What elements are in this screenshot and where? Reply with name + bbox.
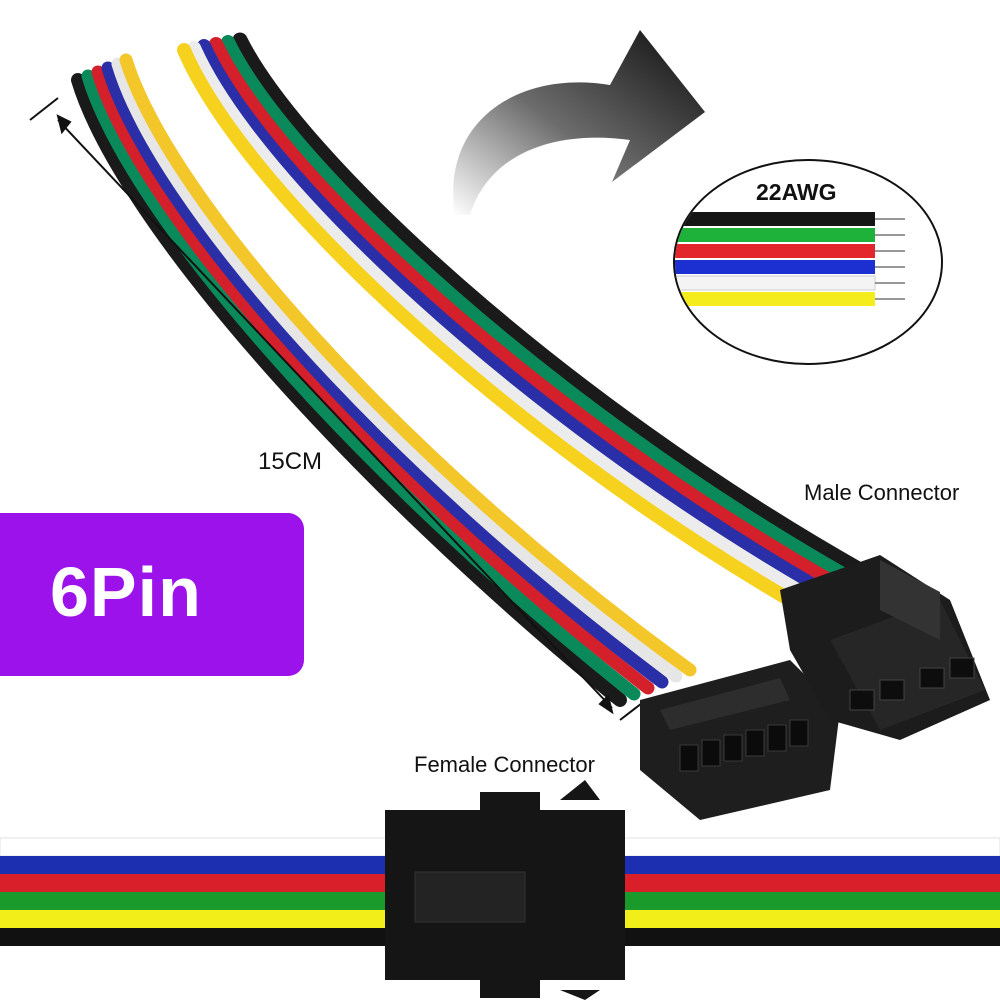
female-connector-label: Female Connector — [414, 752, 595, 777]
bottom-connection-strip — [0, 780, 1000, 1000]
female-harness-wires — [71, 53, 697, 707]
pin-count-text: 6Pin — [50, 553, 202, 631]
male-harness-wires — [177, 32, 868, 607]
female-connector — [640, 660, 840, 820]
wire-gauge-label: 22AWG — [756, 179, 837, 205]
pin-count-badge — [0, 513, 304, 676]
length-label: 15CM — [258, 448, 323, 475]
wire-gauge-detail — [673, 159, 943, 365]
male-connector — [780, 555, 990, 740]
male-connector-label: Male Connector — [804, 480, 960, 505]
curved-arrow — [453, 30, 705, 215]
